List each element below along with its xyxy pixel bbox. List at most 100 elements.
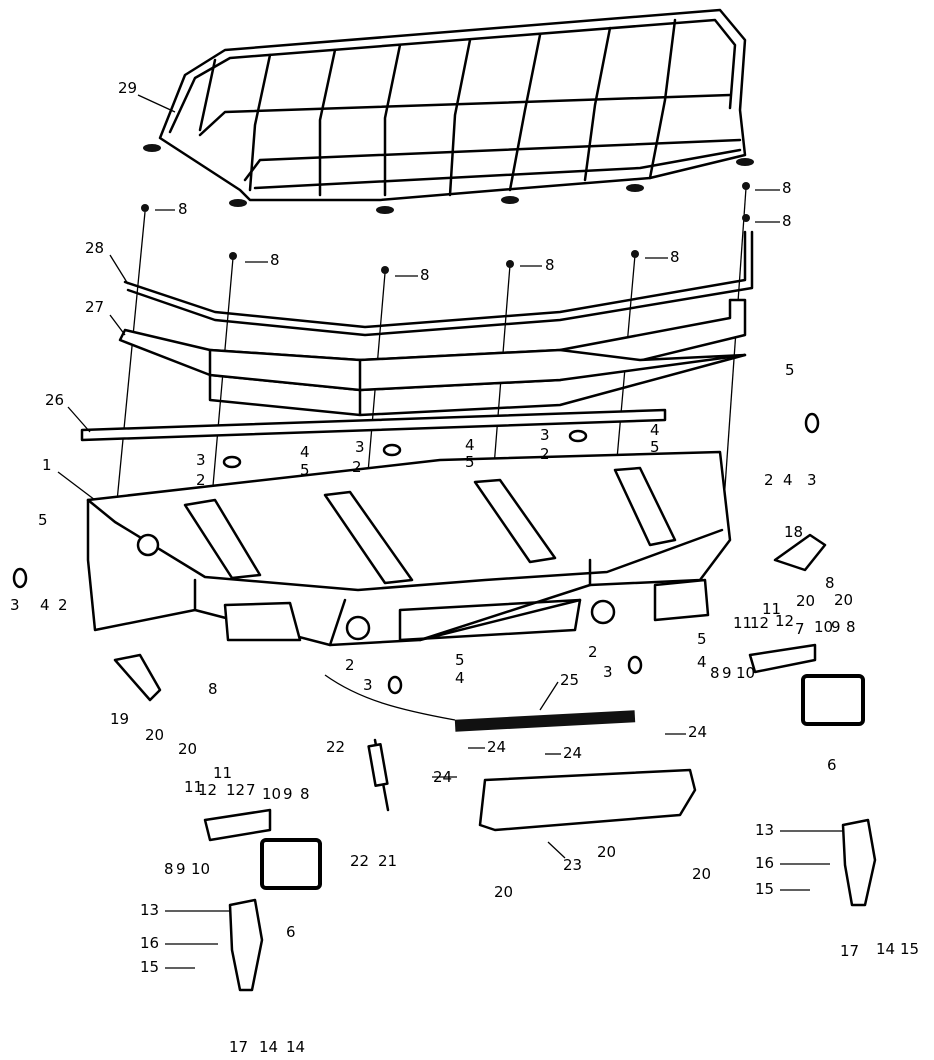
callout: 15 xyxy=(140,958,159,976)
callout: 10 xyxy=(191,860,210,878)
callout: 18 xyxy=(784,523,803,541)
lamp-6-right xyxy=(801,674,865,726)
callout: 3 xyxy=(196,451,206,469)
callout: 8 xyxy=(782,179,792,197)
shackles xyxy=(12,412,820,695)
callout: 9 xyxy=(283,785,293,803)
callout: 11 xyxy=(733,614,752,632)
callout: 13 xyxy=(140,901,159,919)
callout: 5 xyxy=(300,461,310,479)
callout: 20 xyxy=(494,883,513,901)
callout: 8 xyxy=(782,212,792,230)
callout: 9 xyxy=(722,664,732,682)
callout: 22 xyxy=(326,738,345,756)
callout: 3 xyxy=(355,438,365,456)
callout: 2 xyxy=(764,471,774,489)
callout: 5 xyxy=(38,511,48,529)
callout: 4 xyxy=(40,596,50,614)
callout: 26 xyxy=(45,391,64,409)
callout: 29 xyxy=(118,79,137,97)
callout: 8 xyxy=(846,618,856,636)
callout: 5 xyxy=(455,651,465,669)
callout: 15 xyxy=(900,940,919,958)
callout: 12 xyxy=(198,781,217,799)
callout: 2 xyxy=(58,596,68,614)
callout: 14 xyxy=(876,940,895,958)
callout: 2 xyxy=(540,445,550,463)
bracket-13-left xyxy=(228,898,264,992)
callout: 5 xyxy=(465,453,475,471)
callout: 10 xyxy=(736,664,755,682)
callout: 20 xyxy=(834,591,853,609)
callout: 8 xyxy=(178,200,188,218)
callout: 5 xyxy=(650,438,660,456)
callout: 14 xyxy=(259,1038,278,1056)
callout: 10 xyxy=(814,618,833,636)
callout: 22 xyxy=(350,852,369,870)
callout: 4 xyxy=(465,436,475,454)
callout: 17 xyxy=(840,942,859,960)
callout: 20 xyxy=(145,726,164,744)
callout: 23 xyxy=(563,856,582,874)
bar-26 xyxy=(80,408,667,442)
callout: 7 xyxy=(795,620,805,638)
bracket-7-right xyxy=(748,643,817,674)
callout: 24 xyxy=(688,723,707,741)
callout: 11 xyxy=(184,778,203,796)
callout: 17 xyxy=(229,1038,248,1056)
front-light-bar-27 xyxy=(118,298,747,417)
callout: 20 xyxy=(692,865,711,883)
upper-bar-28 xyxy=(123,230,754,337)
lamp-6-left xyxy=(260,838,322,890)
callout: 8 xyxy=(300,785,310,803)
callout: 3 xyxy=(540,426,550,444)
callout-labels: 29 8 8 8 8 8 8 8 28 27 26 1 3 2 4 5 3 2 … xyxy=(10,79,919,1056)
callout: 11 xyxy=(762,600,781,618)
callout: 2 xyxy=(352,458,362,476)
callout: 14 xyxy=(286,1038,305,1056)
callout: 16 xyxy=(140,934,159,952)
callout: 8 xyxy=(670,248,680,266)
callout: 10 xyxy=(262,785,281,803)
callout: 6 xyxy=(827,756,837,774)
callout: 8 xyxy=(270,251,280,269)
callout: 20 xyxy=(178,740,197,758)
leader-lines xyxy=(57,94,843,969)
callout: 9 xyxy=(176,860,186,878)
callout: 25 xyxy=(560,671,579,689)
callout: 15 xyxy=(755,880,774,898)
callout: 8 xyxy=(545,256,555,274)
callout: 3 xyxy=(603,663,613,681)
callout: 2 xyxy=(588,643,598,661)
callout: 13 xyxy=(755,821,774,839)
callout: 3 xyxy=(10,596,20,614)
callout: 9 xyxy=(831,618,841,636)
callout: 16 xyxy=(755,854,774,872)
roof-rack-basket xyxy=(143,8,754,214)
callout: 28 xyxy=(85,239,104,257)
bracket-19 xyxy=(113,653,162,702)
callout: 12 xyxy=(750,614,769,632)
callout: 1 xyxy=(42,456,52,474)
bracket-18 xyxy=(773,533,827,572)
callout: 3 xyxy=(807,471,817,489)
callout: 21 xyxy=(378,852,397,870)
bolts xyxy=(141,182,750,274)
bracket-13-right xyxy=(841,818,877,907)
front-bumper-1 xyxy=(86,450,732,647)
callout: 8 xyxy=(825,574,835,592)
callout: 8 xyxy=(208,680,218,698)
callout: 8 xyxy=(164,860,174,878)
callout: 8 xyxy=(420,266,430,284)
callout: 19 xyxy=(110,710,129,728)
callout: 27 xyxy=(85,298,104,316)
gas-strut-21 xyxy=(367,738,390,812)
callout: 12 xyxy=(775,612,794,630)
skid-plate-23 xyxy=(478,768,697,832)
callout: 4 xyxy=(650,421,660,439)
callout: 8 xyxy=(710,664,720,682)
callout: 4 xyxy=(783,471,793,489)
callout: 5 xyxy=(785,361,795,379)
